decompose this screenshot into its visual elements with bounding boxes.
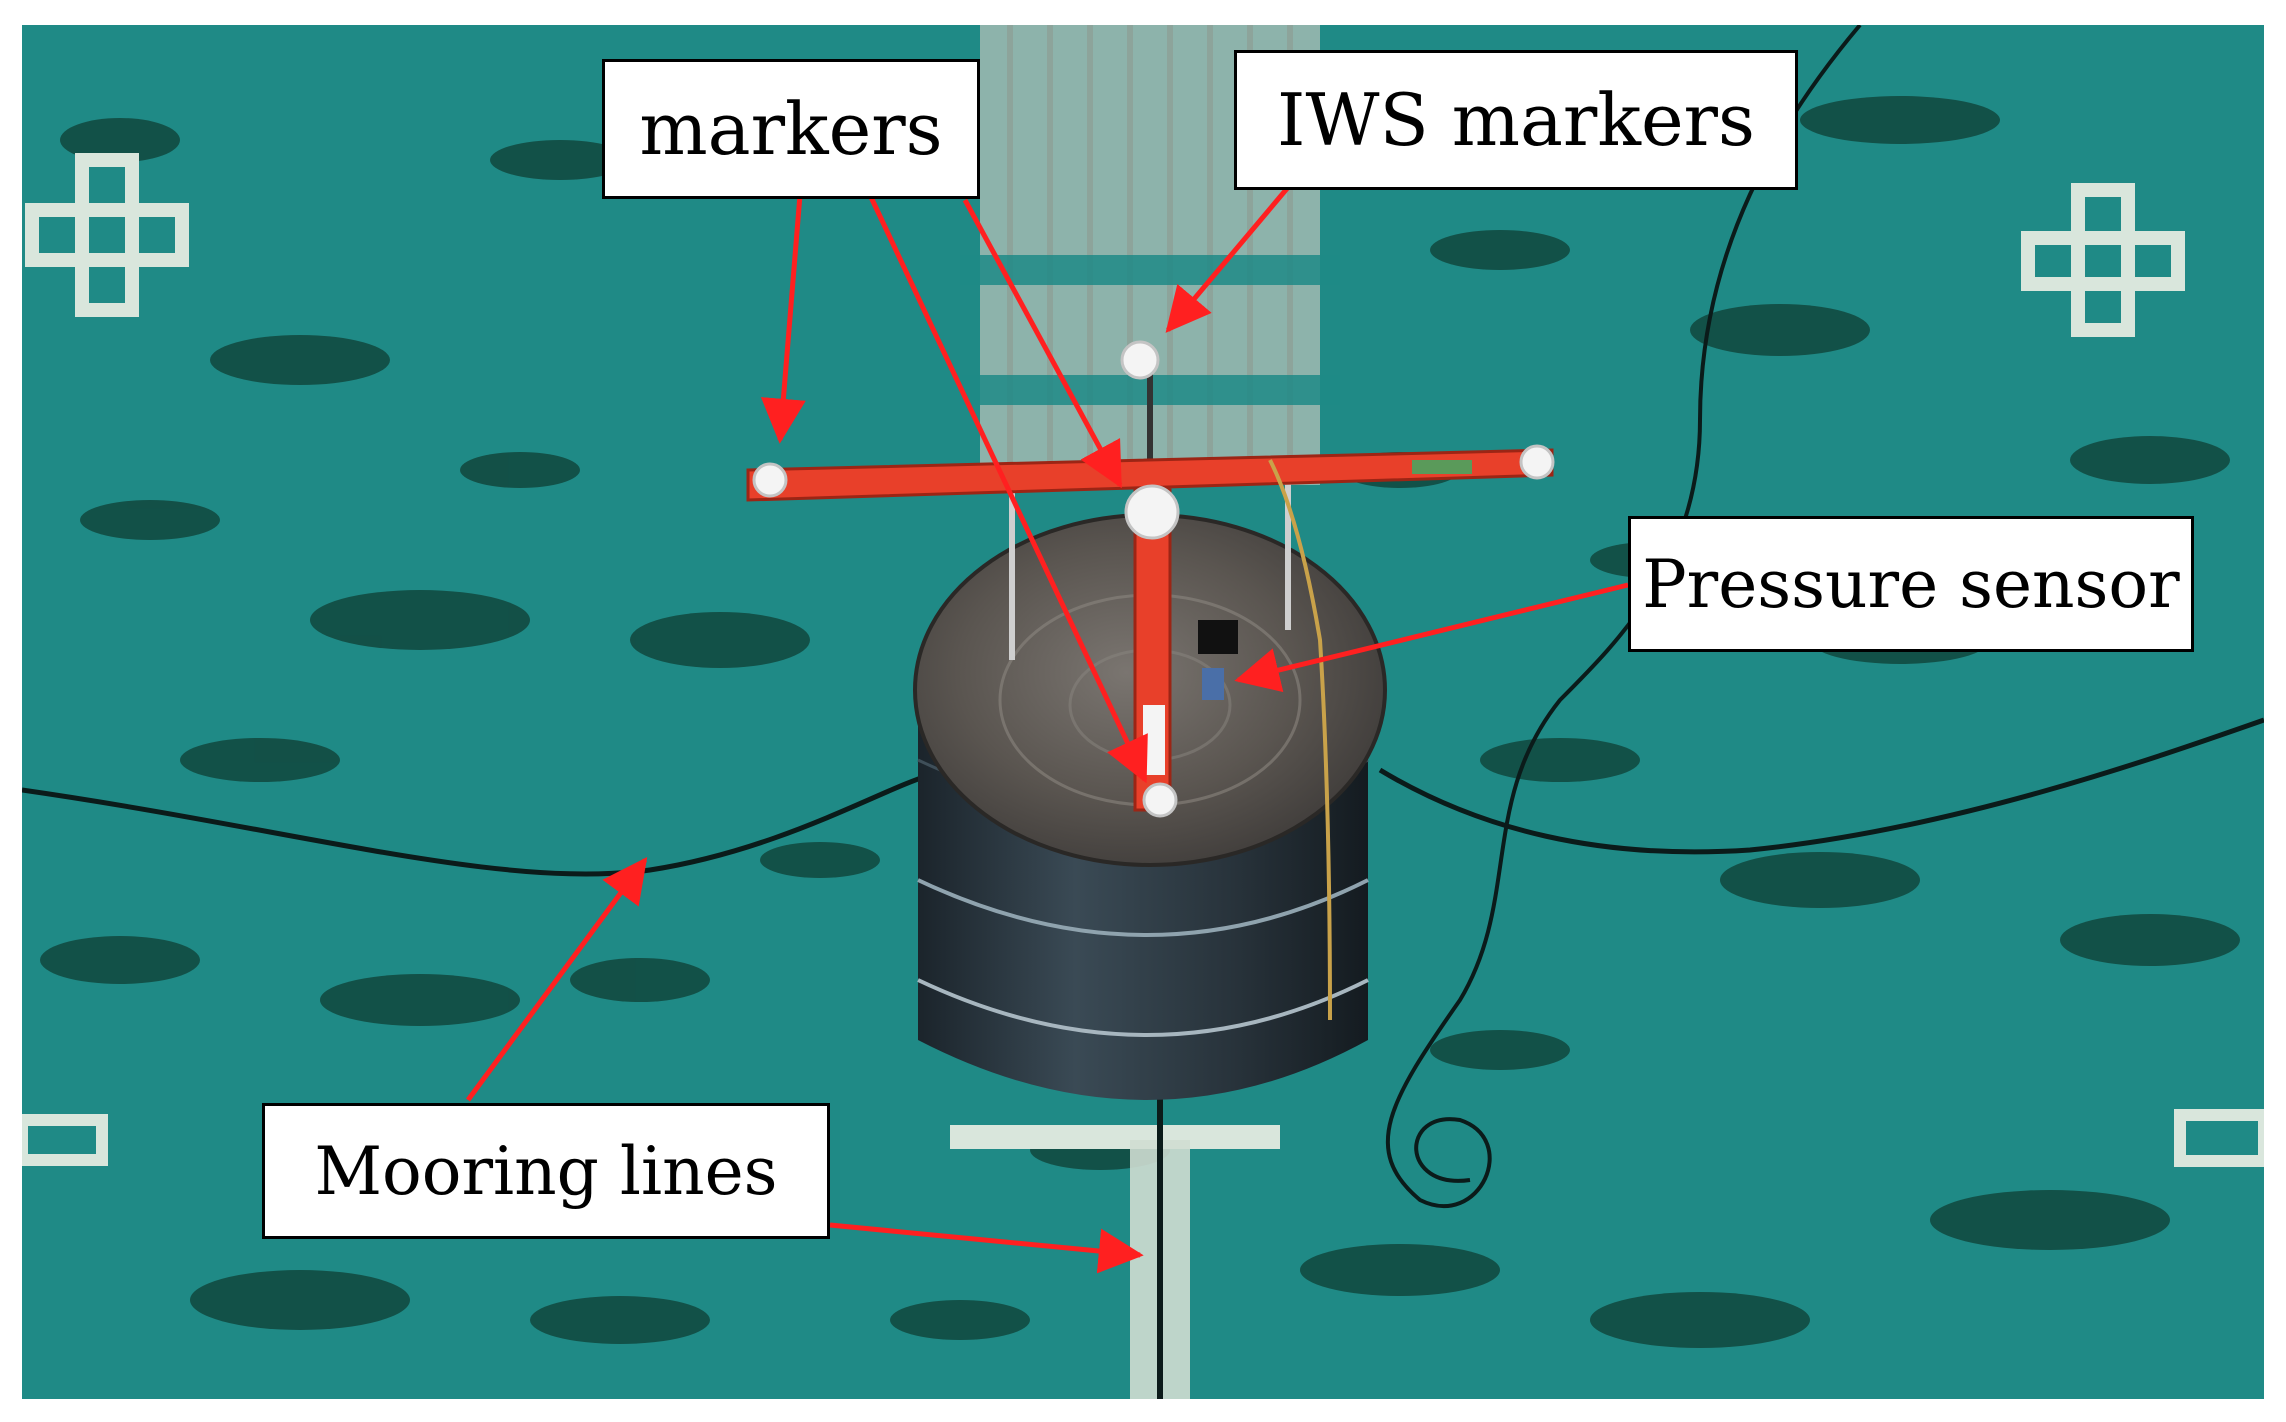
label-pressure-sensor-text: Pressure sensor bbox=[1642, 545, 2180, 623]
label-markers-text: markers bbox=[639, 87, 943, 171]
arrow-markers-stern bbox=[867, 193, 1148, 784]
arrow-mooring-line-left bbox=[465, 856, 648, 1102]
marker-spheres bbox=[752, 340, 1555, 818]
arrow-pressure-sensor bbox=[1234, 582, 1629, 693]
marker-sphere-right bbox=[1519, 444, 1555, 480]
algae-texture bbox=[40, 96, 2240, 1348]
arrow-iws-markers bbox=[1165, 183, 1292, 333]
arrow-markers-center bbox=[962, 198, 1123, 489]
mooring-line-left bbox=[22, 772, 931, 877]
mooring-line-right bbox=[1378, 717, 2264, 855]
floor-cross-left bbox=[25, 153, 189, 317]
marker-frame bbox=[746, 360, 1554, 1021]
annotation-arrows bbox=[465, 183, 1629, 1274]
floor-mark-right bbox=[2174, 1109, 2264, 1167]
arrow-mooring-line-bottom bbox=[829, 1222, 1144, 1274]
marker-sphere-stern bbox=[1142, 782, 1178, 818]
marker-sphere-center bbox=[1124, 484, 1180, 540]
floor-mark-bottom bbox=[950, 1125, 1280, 1149]
floor-cross-right bbox=[2021, 183, 2185, 337]
floor-mark-left bbox=[22, 1114, 108, 1166]
label-iws-markers-text: IWS markers bbox=[1277, 78, 1755, 162]
label-markers: markers bbox=[602, 59, 980, 199]
label-mooring-lines-text: Mooring lines bbox=[314, 1132, 778, 1210]
iws-marker-sphere bbox=[1120, 340, 1160, 380]
marker-sphere-left bbox=[752, 462, 788, 498]
pressure-sensor bbox=[1202, 668, 1224, 700]
signal-cable bbox=[1385, 25, 1862, 1208]
arrow-markers-left bbox=[760, 194, 806, 444]
label-pressure-sensor: Pressure sensor bbox=[1628, 516, 2194, 652]
label-mooring-lines: Mooring lines bbox=[262, 1103, 830, 1239]
label-iws-markers: IWS markers bbox=[1234, 50, 1798, 190]
